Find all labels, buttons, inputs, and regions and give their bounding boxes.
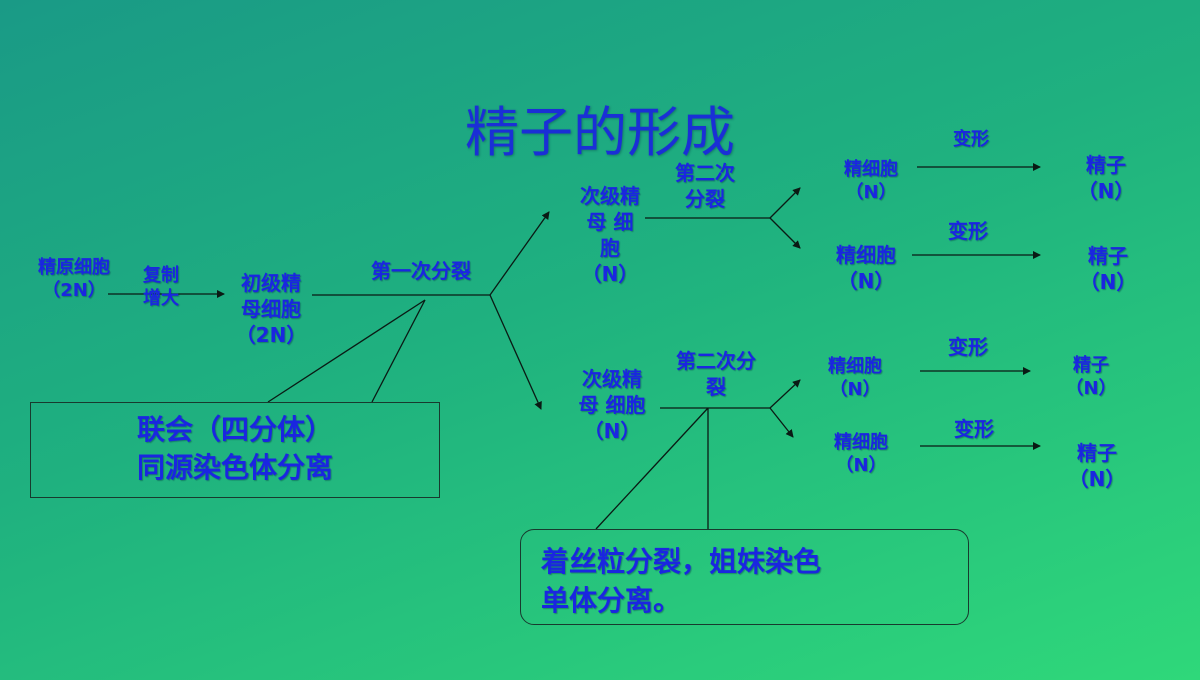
- arrow-to-spermatid-1: [769, 187, 801, 219]
- arrow-to-spermatid-4: [769, 407, 794, 438]
- callout-meiosis-1-text: 联会（四分体） 同源染色体分离: [136, 413, 333, 484]
- node-spermatid-2: 精细胞 （N）: [836, 243, 896, 293]
- node-sperm-3: 精子 （N）: [1065, 355, 1117, 400]
- node-spermatogonium: 精原细胞 （2N）: [38, 257, 110, 302]
- label-second-division-lower: 第二次分 裂: [676, 349, 756, 399]
- label-transform-3: 变形: [948, 335, 988, 359]
- callout-meiosis-2-text: 着丝粒分裂，姐妹染色 单体分离。: [541, 545, 822, 618]
- callout1-pointer-b: [371, 299, 426, 403]
- callout-meiosis-1: 联会（四分体） 同源染色体分离: [30, 402, 440, 498]
- node-sperm-4: 精子 （N）: [1068, 441, 1126, 491]
- label-transform-2: 变形: [948, 219, 988, 243]
- node-sperm-1: 精子 （N）: [1077, 153, 1135, 203]
- page-title: 精子的形成: [465, 101, 735, 164]
- label-transform-1: 变形: [953, 129, 989, 150]
- node-primary-spermatocyte: 初级精 母细胞 （2N）: [235, 271, 307, 347]
- arrow-to-spermatid-2: [769, 217, 801, 249]
- callout-meiosis-2: 着丝粒分裂，姐妹染色 单体分离。: [520, 529, 969, 625]
- node-spermatid-4: 精细胞 （N）: [834, 432, 888, 477]
- callout1-pointer-a: [267, 299, 426, 403]
- node-secondary-spermatocyte-lower: 次级精 母 细胞 （N）: [578, 367, 646, 443]
- callout2-pointer-a: [595, 407, 709, 530]
- node-secondary-spermatocyte-upper: 次级精 母 细 胞 （N）: [580, 184, 640, 286]
- arrow-to-secondary-lower: [489, 294, 542, 410]
- label-second-division-upper: 第二次 分裂: [675, 161, 735, 211]
- arrow-to-spermatid-3: [769, 379, 801, 409]
- node-spermatid-1: 精细胞 （N）: [844, 159, 898, 204]
- node-spermatid-3: 精细胞 （N）: [828, 356, 882, 401]
- label-transform-4: 变形: [954, 417, 994, 441]
- label-first-division: 第一次分裂: [371, 259, 471, 283]
- node-sperm-2: 精子 （N）: [1079, 244, 1137, 294]
- label-replicate: 复制 增大: [143, 265, 179, 310]
- arrow-to-secondary-upper: [489, 211, 550, 296]
